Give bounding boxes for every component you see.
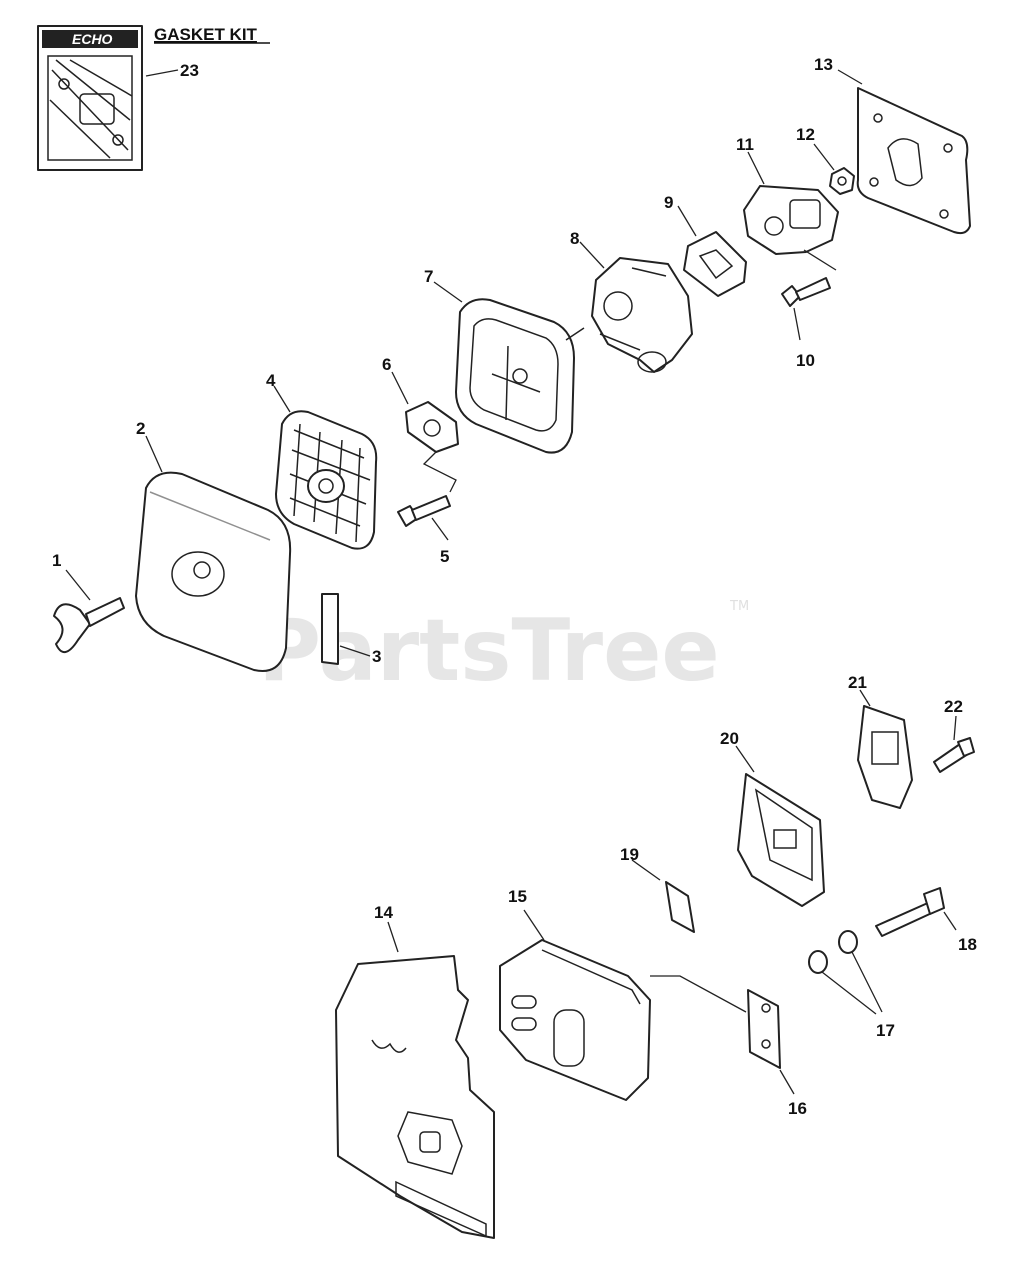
part-12-nut[interactable] (829, 167, 855, 195)
callout-7[interactable]: 7 (424, 267, 433, 286)
callout-9[interactable]: 9 (664, 193, 673, 212)
leader-6 (391, 371, 409, 405)
echo-logo-text: ECHO (72, 31, 113, 47)
part-4-air-filter-element[interactable] (275, 410, 378, 550)
callout-23[interactable]: 23 (180, 61, 199, 80)
leader-16 (779, 1069, 795, 1095)
callout-18[interactable]: 18 (958, 935, 977, 954)
leader-17 (821, 951, 883, 1015)
callout-20[interactable]: 20 (720, 729, 739, 748)
part-5-bolt[interactable] (397, 495, 451, 527)
callout-8[interactable]: 8 (570, 229, 579, 248)
leader-7 (433, 281, 463, 303)
callout-22[interactable]: 22 (944, 697, 963, 716)
leader-4 (273, 385, 291, 413)
part-1-wing-bolt[interactable] (53, 597, 125, 653)
callout-19[interactable]: 19 (620, 845, 639, 864)
callout-4[interactable]: 4 (266, 371, 276, 390)
leader-19 (631, 859, 661, 881)
part-3-label[interactable] (321, 593, 339, 665)
part-13-gasket[interactable] (856, 87, 971, 235)
callout-14[interactable]: 14 (374, 903, 393, 922)
callout-17[interactable]: 17 (876, 1021, 895, 1040)
callout-10[interactable]: 10 (796, 351, 815, 370)
part-6-breather[interactable] (405, 401, 459, 453)
part-9-gasket[interactable] (683, 231, 747, 297)
watermark-tm: TM (729, 599, 749, 614)
part-10-bolt[interactable] (781, 277, 831, 307)
part-18-bolt[interactable] (875, 887, 945, 937)
leader-8 (579, 241, 605, 269)
leader-20 (735, 745, 755, 773)
leader-3 (339, 645, 371, 657)
echo-logo (42, 30, 138, 48)
callout-21[interactable]: 21 (848, 673, 867, 692)
leader-1 (65, 569, 91, 601)
leader-14 (387, 921, 399, 953)
callout-1[interactable]: 1 (52, 551, 61, 570)
callout-11[interactable]: 11 (736, 135, 754, 154)
leader-11 (747, 151, 765, 185)
leader-23 (145, 69, 179, 77)
part-22-bolt[interactable] (933, 737, 975, 773)
part-20-muffler-cover[interactable] (737, 773, 825, 907)
part-14-heat-shield[interactable] (335, 955, 495, 1239)
callout-15[interactable]: 15 (508, 887, 527, 906)
gasket-kit-title: GASKET KIT (154, 25, 258, 44)
gasket-kit-box[interactable]: ECHO (37, 25, 143, 171)
part-2-air-cleaner-cover[interactable] (135, 471, 292, 672)
callout-6[interactable]: 6 (382, 355, 391, 374)
callout-2[interactable]: 2 (136, 419, 145, 438)
part-15-muffler[interactable] (499, 939, 651, 1101)
callout-16[interactable]: 16 (788, 1099, 807, 1118)
part-19-label[interactable] (665, 881, 695, 933)
part-8-carburetor[interactable] (591, 257, 693, 373)
part-17-washers[interactable] (808, 930, 858, 974)
leader-6-path (422, 451, 457, 493)
part-7-air-cleaner-base[interactable] (455, 298, 585, 454)
leader-10 (793, 307, 801, 341)
part-21-gasket[interactable] (857, 705, 913, 809)
callout-5[interactable]: 5 (440, 547, 449, 566)
leader-22 (953, 715, 957, 741)
leader-12 (813, 143, 835, 171)
leader-18 (943, 911, 957, 931)
leader-13 (837, 69, 863, 85)
leader-16-path (650, 975, 747, 1013)
part-11-insulator[interactable] (743, 185, 839, 271)
part-16-plate[interactable] (747, 989, 781, 1069)
callout-12[interactable]: 12 (796, 125, 815, 144)
leader-9 (677, 205, 697, 237)
callout-13[interactable]: 13 (814, 55, 833, 74)
callout-3[interactable]: 3 (372, 647, 381, 666)
leader-2 (145, 435, 163, 473)
leader-15 (523, 909, 545, 941)
leader-5 (431, 517, 449, 541)
leader-21 (859, 689, 871, 707)
